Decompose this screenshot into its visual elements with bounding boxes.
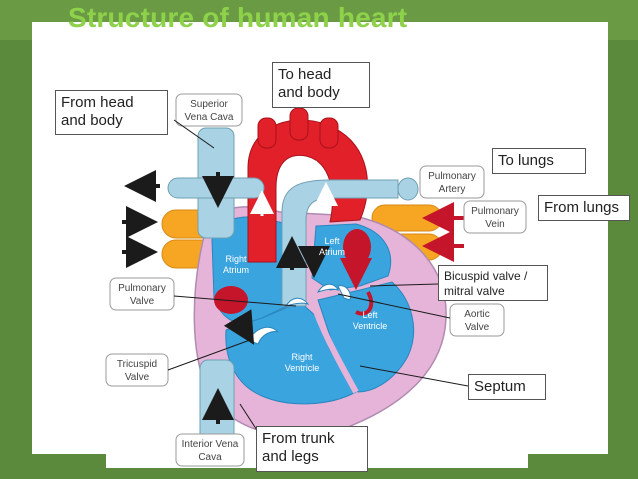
right-atrium-label-1: Right	[225, 254, 247, 264]
aortic-valve-label-1: Aortic	[464, 309, 490, 320]
inferior-vena-cava-label-1: Interior Vena	[182, 439, 239, 450]
left-ventricle-label-2: Ventricle	[353, 321, 388, 331]
slide-title: Structure of human heart	[68, 2, 408, 33]
callout-to-lungs: To lungs	[492, 148, 586, 174]
label-box-pulmonary-valve: Pulmonary Valve	[109, 277, 175, 311]
callout-from-trunk: From trunk and legs	[256, 426, 368, 472]
pulmonary-artery-label-2: Artery	[439, 184, 466, 195]
superior-vena-cava-label-2: Vena Cava	[185, 112, 234, 123]
tricuspid-valve-label-1: Tricuspid	[117, 359, 157, 370]
label-box-aortic-valve: Aortic Valve	[449, 303, 505, 337]
title-band: Structure of human heart	[32, 0, 407, 40]
pulmonary-valve-label-2: Valve	[130, 296, 155, 307]
septum-wall	[309, 299, 359, 394]
flow-arrows-red	[340, 202, 464, 316]
pulmonary-vein-label-2: Vein	[485, 219, 504, 230]
pulmonary-vein-label-1: Pulmonary	[471, 206, 519, 217]
right-atrium-label-2: Atrium	[223, 265, 249, 275]
right-atrium-node	[214, 286, 248, 314]
callout-bicuspid-valve: Bicuspid valve / mitral valve	[438, 265, 548, 301]
callout-septum: Septum	[468, 374, 546, 400]
callout-from-head: From head and body	[55, 90, 168, 135]
left-atrium-label-1: Left	[324, 236, 340, 246]
inferior-vena-cava-label-2: Cava	[198, 452, 222, 463]
left-ventricle-label-1: Left	[362, 310, 378, 320]
callout-to-head: To head and body	[272, 62, 370, 108]
aorta-branches	[257, 107, 339, 149]
right-ventricle-label-1: Right	[291, 352, 313, 362]
label-box-superior-vena-cava: Superior Vena Cava	[175, 93, 243, 127]
superior-vena-cava-label-1: Superior	[190, 99, 228, 110]
label-box-pulmonary-vein: Pulmonary Vein	[463, 200, 527, 234]
right-ventricle-label-2: Ventricle	[285, 363, 320, 373]
aorta	[247, 119, 368, 263]
aortic-valve-label-2: Valve	[465, 322, 490, 333]
pulmonary-valve-label-1: Pulmonary	[118, 283, 166, 294]
callout-from-lungs: From lungs	[538, 195, 630, 221]
leader-lines	[167, 119, 469, 439]
flow-arrows-dark	[122, 170, 330, 424]
left-atrium-node	[343, 229, 371, 265]
flow-arrows-white	[250, 182, 338, 216]
label-box-inferior-vena-cava: Interior Vena Cava	[175, 433, 245, 467]
aorta-label: Aorta	[294, 158, 318, 169]
left-ventricle	[317, 281, 415, 393]
label-box-tricuspid-valve: Tricuspid Valve	[105, 353, 169, 387]
pulmonary-artery-label-1: Pulmonary	[428, 171, 476, 182]
left-atrium-label-2: Atrium	[319, 247, 345, 257]
pulmonary-artery-right-end	[397, 177, 419, 201]
tricuspid-valve-label-2: Valve	[125, 372, 150, 383]
label-box-pulmonary-artery: Pulmonary Artery	[419, 165, 485, 199]
